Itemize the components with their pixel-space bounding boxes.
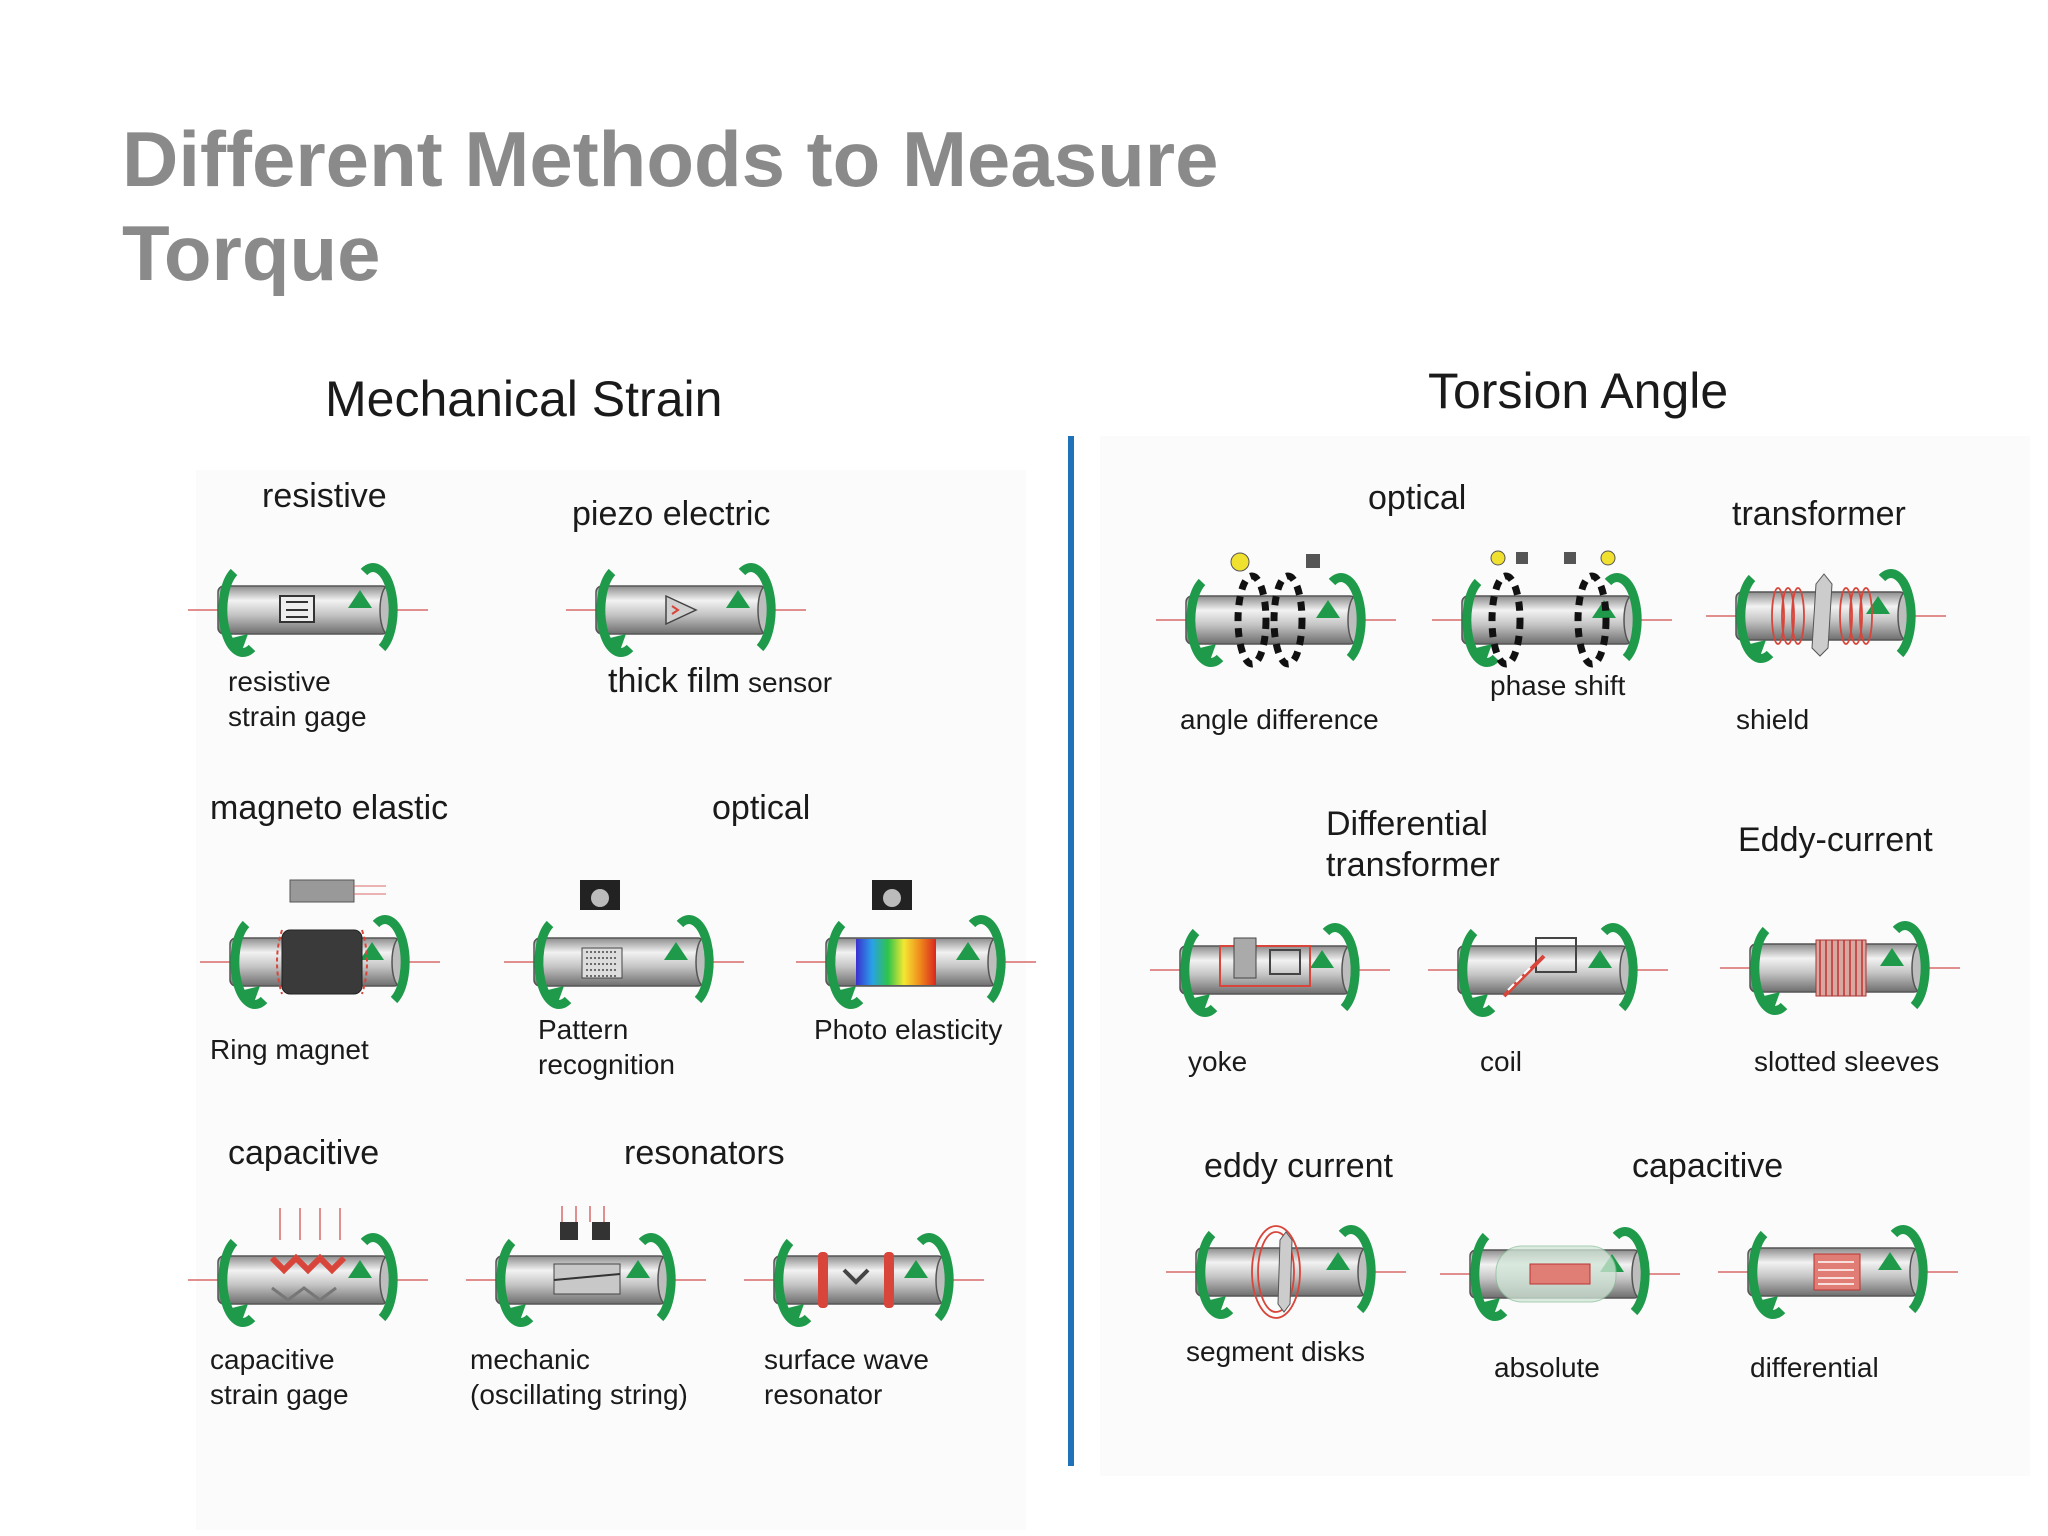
caption-slotted-sleeves: slotted sleeves (1754, 1046, 1940, 1077)
label-magneto-elastic: magneto elastic (210, 789, 449, 827)
label-resistive: resistive (262, 477, 387, 515)
caption-photo-elasticity: Photo elasticity (814, 1014, 1003, 1045)
caption-coil: coil (1480, 1046, 1523, 1077)
pattern-recognition-diagram (504, 880, 744, 1012)
caption-absolute: absolute (1494, 1352, 1600, 1383)
torsion-angle-heading: Torsion Angle (1428, 363, 1729, 419)
caption-phase-shift: phase shift (1490, 670, 1626, 701)
capacitive-strain-gage-diagram (188, 1208, 428, 1330)
caption-yoke: yoke (1188, 1046, 1248, 1077)
caption-shield: shield (1736, 704, 1810, 735)
label-eddy-current-disks: eddy current (1204, 1147, 1393, 1185)
label-eddy-current-sleeves: Eddy-current (1738, 821, 1933, 859)
caption-surface-line1: surface wave (764, 1344, 929, 1375)
label-resonators: resonators (624, 1134, 785, 1172)
caption-pattern-line2: recognition (538, 1049, 675, 1080)
label-differential-line2: transformer (1326, 846, 1500, 884)
label-differential-line1: Differential (1326, 805, 1488, 843)
caption-ring-magnet: Ring magnet (210, 1034, 369, 1065)
label-optical-strain: optical (712, 789, 811, 827)
magneto-elastic-diagram (200, 879, 440, 1012)
caption-capacitive-strain: capacitive strain gage (210, 1342, 349, 1412)
capacitive-absolute-diagram (1440, 1224, 1680, 1324)
caption-resistive-line2: strain gage (228, 701, 367, 732)
slotted-sleeves-diagram (1720, 918, 1960, 1018)
caption-differential: differential (1750, 1352, 1879, 1383)
caption-surface-line2: resonator (764, 1379, 883, 1410)
caption-pattern-line1: Pattern (538, 1014, 629, 1045)
section-divider (1068, 436, 1074, 1466)
caption-capacitive-line2: strain gage (210, 1379, 349, 1410)
caption-piezo: thick film sensor (608, 664, 832, 700)
caption-mechanic-line1: mechanic (470, 1344, 590, 1375)
resistive-strain-gage-diagram (188, 560, 428, 660)
caption-resistive: resistive strain gage (228, 664, 367, 734)
label-piezo-electric: piezo electric (572, 495, 771, 533)
caption-mechanic-line2: (oscillating string) (470, 1379, 688, 1410)
caption-surface-wave: surface wave resonator (764, 1342, 929, 1412)
phase-shift-diagram (1432, 550, 1672, 674)
mechanic-oscillating-string-diagram (466, 1206, 706, 1330)
mechanical-strain-heading: Mechanical Strain (325, 371, 723, 427)
coil-diagram (1428, 920, 1668, 1020)
transformer-shield-diagram (1706, 566, 1946, 666)
label-transformer: transformer (1732, 495, 1906, 533)
angle-difference-diagram (1156, 552, 1396, 674)
surface-wave-resonator-diagram (744, 1230, 984, 1330)
page-title-line2: Torque (122, 209, 381, 297)
caption-pattern-recognition: Pattern recognition (538, 1012, 675, 1082)
segment-disks-diagram (1166, 1222, 1406, 1322)
caption-piezo-big: thick film (608, 662, 741, 700)
page-title-line1: Different Methods to Measure (122, 115, 1219, 203)
caption-angle-difference: angle difference (1180, 704, 1379, 735)
label-capacitive-strain: capacitive (228, 1134, 380, 1172)
caption-capacitive-line1: capacitive (210, 1344, 335, 1375)
caption-resistive-line1: resistive (228, 666, 331, 697)
label-capacitive-torsion: capacitive (1632, 1147, 1784, 1185)
caption-segment-disks: segment disks (1186, 1336, 1365, 1367)
photo-elasticity-diagram (796, 880, 1036, 1012)
piezo-electric-diagram (566, 560, 806, 660)
label-differential-transformer: Differential transformer (1326, 804, 1500, 886)
yoke-diagram (1150, 920, 1390, 1020)
caption-piezo-small: sensor (740, 667, 833, 698)
capacitive-differential-diagram (1718, 1222, 1958, 1322)
label-optical-torsion: optical (1368, 479, 1467, 517)
caption-mechanic: mechanic (oscillating string) (470, 1342, 688, 1412)
page-title: Different Methods to Measure Torque (122, 112, 1422, 300)
